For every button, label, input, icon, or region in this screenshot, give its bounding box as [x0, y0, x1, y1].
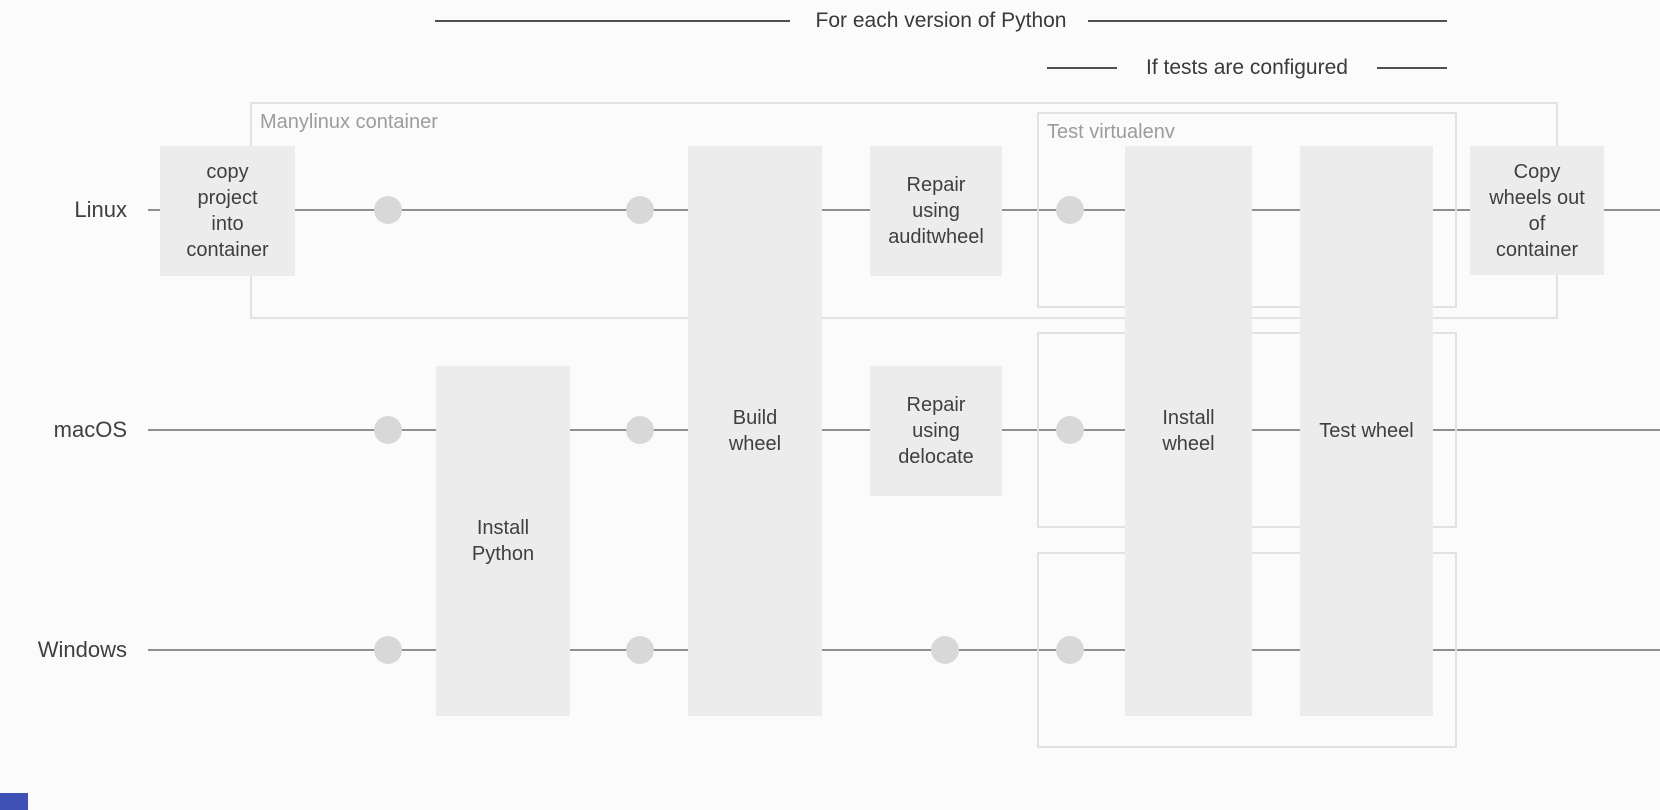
flow-dot-linux-2	[626, 196, 654, 224]
test-virtualenv-label: Test virtualenv	[1047, 121, 1175, 143]
flow-dot-windows-4	[1056, 636, 1084, 664]
step-test-wheel: Test wheel	[1300, 146, 1433, 716]
lane-label-windows: Windows	[37, 637, 127, 662]
bracket-label-tests-configured: If tests are configured	[1146, 56, 1348, 79]
bottom-left-blue-accent	[0, 793, 28, 810]
bracket-line-tests-right	[1377, 67, 1447, 69]
lane-label-macos: macOS	[53, 417, 127, 442]
step-repair-using-delocate: Repair using delocate	[870, 366, 1002, 496]
flow-dot-macos-2	[626, 416, 654, 444]
flow-dot-linux-3	[1056, 196, 1084, 224]
step-install-wheel: Install wheel	[1125, 146, 1252, 716]
bracket-line-tests-left	[1047, 67, 1117, 69]
flow-dot-macos-1	[374, 416, 402, 444]
step-copy-wheels-out-of-container: Copy wheels out of container	[1470, 146, 1604, 275]
manylinux-container-label: Manylinux container	[260, 111, 438, 133]
flow-dot-linux-1	[374, 196, 402, 224]
flow-dot-windows-1	[374, 636, 402, 664]
step-install-python: Install Python	[436, 366, 570, 716]
flow-dot-windows-3	[931, 636, 959, 664]
bracket-line-right	[1088, 20, 1447, 22]
step-build-wheel: Build wheel	[688, 146, 822, 716]
flow-dot-windows-2	[626, 636, 654, 664]
step-repair-using-auditwheel: Repair using auditwheel	[870, 146, 1002, 276]
bracket-label-python-versions: For each version of Python	[815, 9, 1067, 32]
lane-line-windows	[148, 649, 1660, 651]
lane-label-linux: Linux	[74, 197, 127, 222]
bracket-line-left	[435, 20, 790, 22]
flow-dot-macos-3	[1056, 416, 1084, 444]
step-copy-project-into-container: copy project into container	[160, 146, 295, 276]
